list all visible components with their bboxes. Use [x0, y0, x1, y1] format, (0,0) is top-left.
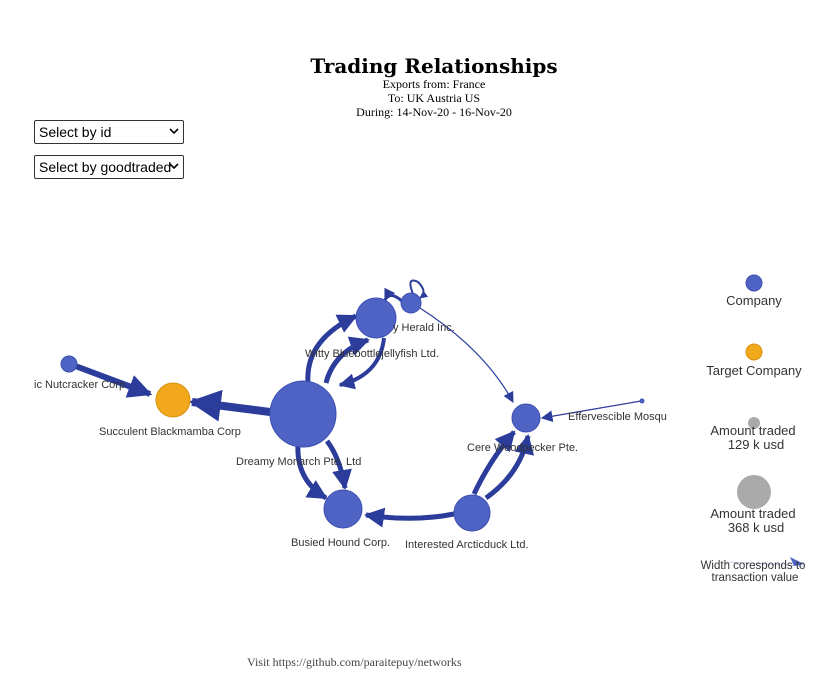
- edge-nutcracker-to-blackmamba: [68, 361, 153, 398]
- edge-monarch-to-hound-a: [295, 443, 328, 501]
- select-by-goodtraded-label: Select by goodtraded: [39, 159, 172, 175]
- node-label-bottlejelly: Witty Bluebottlejellyfish Ltd.: [305, 348, 439, 360]
- edge-monarch-to-hound-b: [324, 439, 352, 490]
- edge-herald-self-loop: [409, 279, 429, 299]
- chevron-down-icon: [169, 163, 179, 170]
- edge-mosquito-to-woodpecker: [540, 400, 642, 422]
- node-label-herald: y Herald Inc.: [393, 322, 455, 334]
- edge-herald-to-woodpecker: [419, 307, 514, 403]
- node-blackmamba[interactable]: [155, 382, 191, 418]
- node-hound[interactable]: [323, 489, 363, 529]
- legend-width-line2: transaction value: [712, 572, 799, 584]
- node-label-mosquito: Effervescible Mosqu: [568, 411, 667, 423]
- node-label-nutcracker: ic Nutcracker Corp: [34, 379, 125, 391]
- edge-arcticduck-to-hound: [364, 507, 455, 528]
- graph-edges: [68, 279, 642, 528]
- node-arcticduck[interactable]: [453, 494, 491, 532]
- node-label-hound: Busied Hound Corp.: [291, 537, 390, 549]
- graph-nodes: [60, 292, 645, 532]
- chart-title: Trading Relationships: [310, 54, 558, 78]
- edge-monarch-to-bottlejelly-a: [305, 313, 358, 384]
- legend-target-label: Target Company: [706, 363, 802, 378]
- node-bottlejelly[interactable]: [355, 297, 397, 339]
- legend-large-amount-line2: 368 k usd: [728, 520, 784, 535]
- node-nutcracker[interactable]: [60, 355, 78, 373]
- node-monarch[interactable]: [269, 380, 337, 448]
- node-label-arcticduck: Interested Arcticduck Ltd.: [405, 539, 529, 551]
- select-by-id-label: Select by id: [39, 124, 112, 140]
- edge-bottlejelly-to-monarch: [338, 337, 386, 390]
- node-label-monarch: Dreamy Monarch Pte. Ltd: [236, 456, 361, 468]
- select-by-id-dropdown[interactable]: Select by id: [34, 120, 184, 144]
- node-woodpecker[interactable]: [511, 403, 541, 433]
- select-by-goodtraded-dropdown[interactable]: Select by goodtraded: [34, 155, 184, 179]
- legend-width-line1: Width coresponds to: [701, 560, 806, 572]
- edge-herald-to-bottlejelly: [383, 287, 405, 304]
- edge-arcticduck-to-woodpecker-b: [484, 434, 535, 501]
- destinations-text: To: UK Austria US: [387, 91, 481, 105]
- legend-small-amount-line1: Amount traded: [710, 423, 795, 438]
- edge-monarch-to-blackmamba: [188, 389, 271, 422]
- node-mosquito[interactable]: [639, 398, 645, 404]
- node-label-blackmamba: Succulent Blackmamba Corp: [99, 426, 241, 438]
- node-herald[interactable]: [400, 292, 422, 314]
- legend-large-amount-line1: Amount traded: [710, 506, 795, 521]
- legend: Company Target Company Amount traded 129…: [701, 274, 806, 584]
- node-label-woodpecker: Cere Woodpecker Pte.: [467, 442, 578, 454]
- date-range-text: During: 14-Nov-20 - 16-Nov-20: [356, 105, 512, 119]
- footer-link-text[interactable]: Visit https://github.com/paraitepuy/netw…: [247, 655, 462, 669]
- legend-large-amount-swatch: [737, 475, 771, 509]
- legend-small-amount-line2: 129 k usd: [728, 437, 784, 452]
- arrowhead-icon: [790, 557, 804, 566]
- edge-monarch-to-bottlejelly-b: [323, 336, 370, 384]
- legend-company-swatch: [745, 274, 763, 292]
- exports-from-text: Exports from: France: [382, 77, 486, 91]
- legend-target-swatch: [745, 343, 763, 361]
- legend-small-amount-swatch: [748, 417, 760, 429]
- legend-width-line: [725, 561, 804, 567]
- chevron-down-icon: [169, 128, 179, 135]
- legend-company-label: Company: [726, 293, 782, 308]
- edge-arcticduck-to-woodpecker-a: [471, 430, 516, 496]
